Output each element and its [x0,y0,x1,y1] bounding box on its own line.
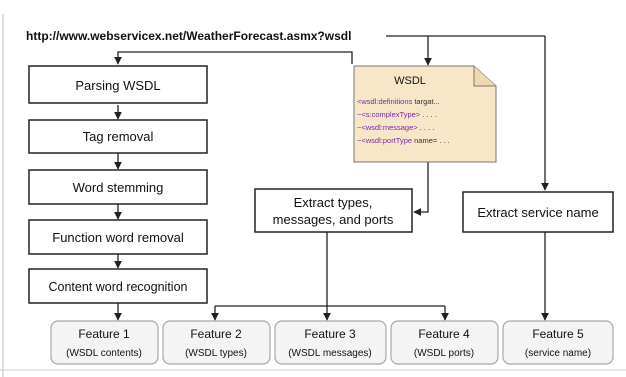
step-word-stemming: Word stemming [28,169,208,205]
feature-subtitle: (WSDL contents) [66,348,142,359]
step-label: Word stemming [73,180,164,195]
wsdl-doc-rest: name= . . . [412,136,450,145]
connectors [114,35,549,321]
wsdl-doc-line: ~<s:complexType> . . . . [357,110,437,119]
feature-subtitle: (WSDL messages) [288,348,372,359]
wsdl-doc-rest: targat... [412,97,440,106]
wsdl-to-extract-types-arrow [413,162,429,216]
wsdl-doc-title: WSDL [394,75,426,87]
feature-title: Feature 1 [78,327,130,341]
feature-title: Feature 5 [532,327,584,341]
wsdl-doc-rest: . . . . [420,110,437,119]
feature-4-box: Feature 4 (WSDL ports) [390,320,499,365]
step-content-word-recognition: Content word recognition [28,268,208,304]
feature-2-box: Feature 2 (WSDL types) [162,320,271,365]
wsdl-doc-tag: ~<wsdl:portType [357,136,412,145]
wsdl-doc-line: ~<wsdl:message> . . . . [357,123,434,132]
step-label: Function word removal [52,230,184,245]
step-label: Content word recognition [49,280,188,294]
step-tag-removal: Tag removal [28,119,208,154]
extract-service-name-box: Extract service name [462,191,614,233]
extract-types-line-1: Extract types, [294,195,373,210]
extract-types-line-2: messages, and ports [273,212,394,227]
step-label: Parsing WSDL [75,78,160,93]
wsdl-doc-tag: <wsdl:definitions [357,97,412,106]
feature-title: Feature 4 [418,327,470,341]
feature-title: Feature 2 [190,327,242,341]
step-label: Tag removal [83,129,154,144]
url-to-parsing-arrow [114,51,353,65]
wsdl-doc-line: <wsdl:definitions targat... [357,97,440,106]
feature-1-box: Feature 1 (WSDL contents) [50,320,159,365]
wsdl-doc-line: ~<wsdl:portType name= . . . [357,136,450,145]
wsdl-doc-tag: ~<s:complexType> [357,110,421,119]
step-function-word-removal: Function word removal [28,219,208,255]
step-parsing-wsdl: Parsing WSDL [28,65,208,104]
feature-subtitle: (service name) [525,348,591,359]
feature-3-box: Feature 3 (WSDL messages) [274,320,387,365]
feature-5-box: Feature 5 (service name) [502,320,614,365]
wsdl-doc-rest: . . . . [418,123,435,132]
feature-title: Feature 3 [304,327,356,341]
extract-service-label: Extract service name [477,205,598,220]
feature-subtitle: (WSDL types) [185,348,247,359]
wsdl-document-icon: WSDL <wsdl:definitions targat... ~<s:com… [353,65,497,163]
extract-types-box: Extract types, messages, and ports [254,188,413,233]
wsdl-url: http://www.webservicex.net/WeatherForeca… [26,29,351,43]
feature-subtitle: (WSDL ports) [414,348,474,359]
wsdl-doc-tag: ~<wsdl:message> [357,123,418,132]
